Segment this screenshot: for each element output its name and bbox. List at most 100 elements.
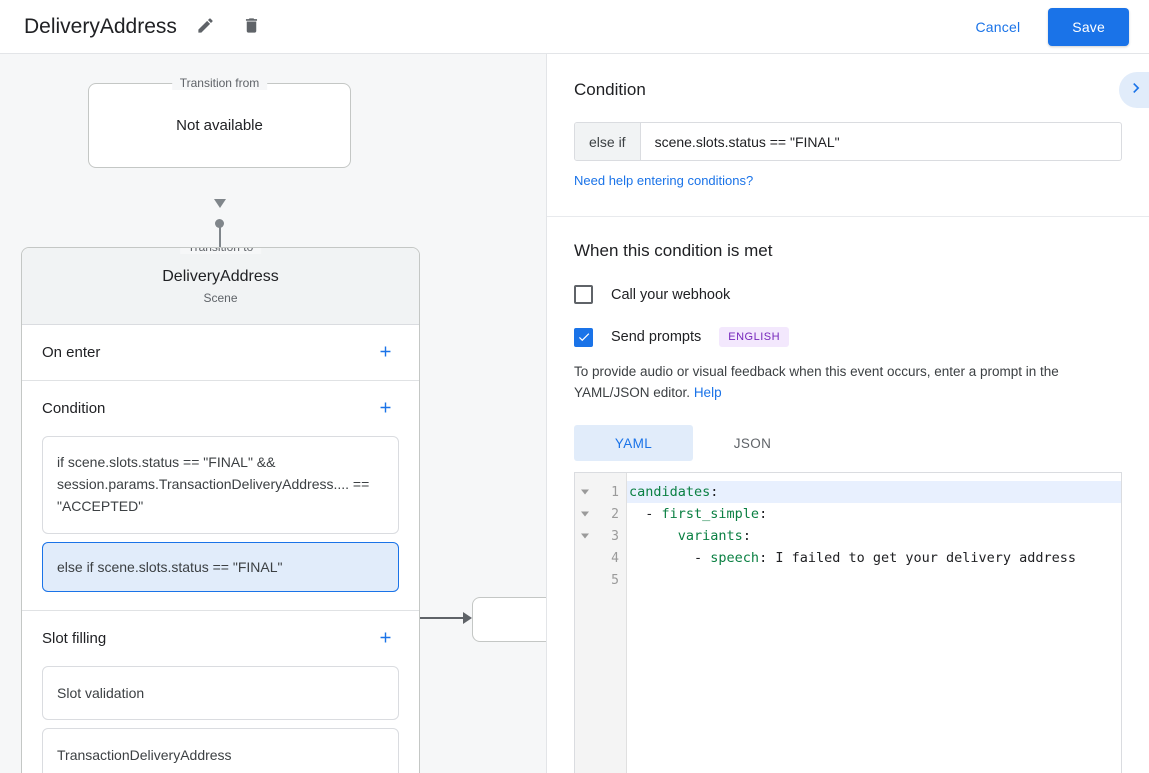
editor-code-area[interactable]: candidates: - first_simple: variants: - …: [627, 473, 1121, 773]
page-title: DeliveryAddress: [24, 14, 177, 38]
code-line: - first_simple:: [627, 503, 1121, 525]
fold-arrow-icon[interactable]: [581, 533, 589, 539]
condition-input-row[interactable]: else if: [574, 122, 1122, 161]
cancel-button[interactable]: Cancel: [962, 10, 1035, 44]
condition-item-selected[interactable]: else if scene.slots.status == "FINAL": [42, 542, 399, 592]
transition-target-node-partial[interactable]: [472, 597, 546, 642]
code-colon: :: [742, 528, 751, 544]
slot-filling-item[interactable]: TransactionDeliveryAddress: [42, 728, 399, 773]
section-header-slot-filling: Slot filling: [42, 611, 399, 666]
send-prompts-checkbox[interactable]: [574, 327, 593, 347]
transition-from-node[interactable]: Transition from Not available: [88, 76, 351, 168]
connector-arrow-down: [214, 199, 226, 208]
code-key: candidates: [629, 484, 711, 500]
code-line: - speech: I failed to get your delivery …: [627, 547, 1121, 569]
line-number: 5: [611, 572, 619, 588]
code-key: variants: [677, 528, 743, 544]
when-condition-met-heading: When this condition is met: [574, 241, 773, 260]
condition-help-link[interactable]: Need help entering conditions?: [574, 173, 754, 188]
prompts-hint-text: To provide audio or visual feedback when…: [574, 364, 1059, 400]
section-title-slot-filling: Slot filling: [42, 630, 107, 647]
save-button[interactable]: Save: [1048, 7, 1129, 46]
webhook-row[interactable]: Call your webhook: [574, 285, 1122, 304]
section-slot-filling: Slot filling Slot validation Transaction…: [22, 611, 419, 773]
body-area: Transition from Not available Transition…: [0, 54, 1149, 773]
add-condition-button[interactable]: [371, 395, 399, 423]
add-slot-filling-button[interactable]: [371, 625, 399, 653]
webhook-checkbox[interactable]: [574, 285, 593, 304]
gutter-row: 5: [575, 569, 626, 591]
prompts-help-link[interactable]: Help: [693, 385, 722, 400]
scene-header: DeliveryAddress Scene: [22, 248, 419, 325]
fold-arrow-icon[interactable]: [581, 489, 589, 495]
code-colon: :: [759, 506, 768, 522]
transition-from-title: Not available: [176, 117, 263, 134]
pencil-icon: [196, 16, 215, 38]
trash-icon: [242, 16, 261, 38]
send-prompts-label: Send prompts: [611, 329, 702, 345]
transition-to-legend: Transition to: [179, 248, 262, 254]
connector-line-vertical: [219, 223, 221, 261]
tab-json[interactable]: JSON: [733, 435, 772, 451]
section-on-enter: On enter: [22, 325, 419, 381]
webhook-label: Call your webhook: [611, 286, 731, 303]
code-key: speech: [710, 550, 760, 566]
condition-expression-input[interactable]: [640, 123, 1121, 160]
slot-filling-item[interactable]: Slot validation: [42, 666, 399, 720]
code-line: variants:: [627, 525, 1121, 547]
line-number: 3: [611, 528, 619, 544]
section-header-condition: Condition: [42, 381, 399, 436]
top-app-bar: DeliveryAddress Cancel Save: [0, 0, 1149, 54]
connector-line-horizontal: [404, 617, 464, 619]
scene-name: DeliveryAddress: [162, 267, 279, 285]
code-key: first_simple: [661, 506, 760, 522]
gutter-row: 3: [575, 525, 626, 547]
code-indent: -: [629, 506, 662, 522]
expand-panel-button[interactable]: [1119, 72, 1149, 108]
condition-block: Condition else if Need help entering con…: [547, 54, 1149, 216]
code-indent: [629, 528, 678, 544]
editor-gutter: 1 2 3 4 5: [575, 473, 627, 773]
delete-button[interactable]: [235, 10, 269, 44]
scene-type: Scene: [203, 290, 238, 305]
editor-format-tabs: YAML JSON: [574, 425, 1122, 461]
language-badge: ENGLISH: [719, 327, 790, 347]
panel-divider: [547, 216, 1149, 217]
line-number: 2: [611, 506, 619, 522]
line-number: 1: [611, 484, 619, 500]
code-colon: :: [710, 484, 719, 500]
section-header-on-enter: On enter: [42, 325, 399, 380]
transition-to-node[interactable]: Transition to DeliveryAddress Scene On e…: [21, 247, 420, 773]
add-on-enter-button[interactable]: [371, 339, 399, 367]
plus-icon: [377, 343, 394, 363]
section-condition: Condition if scene.slots.status == "FINA…: [22, 381, 419, 611]
edit-name-button[interactable]: [189, 10, 223, 44]
details-panel: Condition else if Need help entering con…: [546, 54, 1149, 773]
section-title-on-enter: On enter: [42, 344, 101, 361]
code-value: I failed to get your delivery address: [767, 550, 1077, 566]
flow-canvas[interactable]: Transition from Not available Transition…: [0, 54, 546, 773]
line-number: 4: [611, 550, 619, 566]
section-body-condition: if scene.slots.status == "FINAL" && sess…: [42, 436, 399, 610]
code-colon: :: [759, 550, 768, 566]
fold-arrow-icon[interactable]: [581, 511, 589, 517]
chevron-right-icon: [1126, 78, 1146, 103]
prompts-hint: To provide audio or visual feedback when…: [574, 361, 1122, 403]
condition-prefix-label: else if: [575, 123, 641, 160]
code-indent: -: [629, 550, 711, 566]
send-prompts-row[interactable]: Send prompts ENGLISH: [574, 327, 1122, 347]
code-editor[interactable]: 1 2 3 4 5: [574, 472, 1122, 773]
gutter-row: 4: [575, 547, 626, 569]
code-line: candidates:: [627, 481, 1121, 503]
connector-arrow-right: [463, 612, 472, 624]
condition-item[interactable]: if scene.slots.status == "FINAL" && sess…: [42, 436, 399, 534]
plus-icon: [377, 629, 394, 649]
section-title-condition: Condition: [42, 400, 106, 417]
code-line: [627, 569, 1121, 591]
section-body-slot-filling: Slot validation TransactionDeliveryAddre…: [42, 666, 399, 773]
plus-icon: [377, 399, 394, 419]
transition-from-legend: Transition from: [171, 76, 268, 90]
tab-yaml[interactable]: YAML: [574, 425, 693, 461]
when-condition-met-block: When this condition is met Call your web…: [547, 217, 1149, 773]
gutter-row: 1: [575, 481, 626, 503]
